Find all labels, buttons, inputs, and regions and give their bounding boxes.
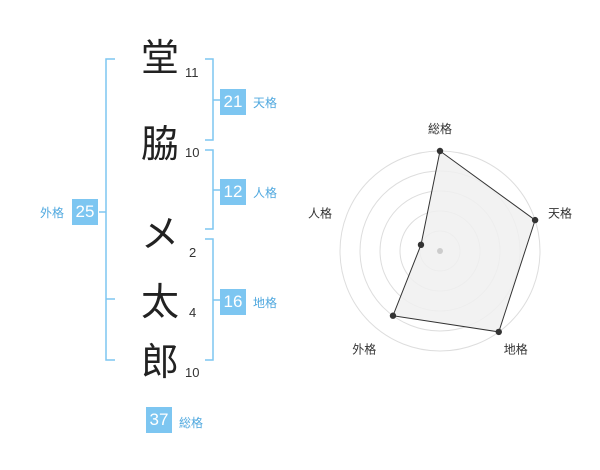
radar-point-4: [389, 312, 397, 319]
soukaku-value: 37: [146, 407, 172, 433]
radar-axis-label-3: 地格: [504, 342, 528, 357]
tenkaku-value: 21: [220, 89, 246, 115]
name-char-4: 太: [140, 280, 179, 324]
radar-axis-label-1: 総格: [428, 121, 452, 136]
soukaku-label: 総格: [179, 416, 204, 430]
stroke-count-1: 11: [185, 65, 199, 80]
stroke-count-3: 2: [189, 245, 197, 260]
radar-point-1: [436, 147, 444, 155]
gaikaku-value: 25: [72, 199, 98, 225]
gaikaku-bracket: [105, 58, 115, 361]
name-char-5: 郎: [140, 340, 179, 384]
name-char-1: 堂: [140, 36, 179, 80]
name-char-2: 脇: [140, 122, 179, 166]
chikaku-label: 地格: [253, 296, 278, 310]
radar-point-2: [531, 216, 539, 224]
radar-axis-label-2: 天格: [548, 205, 572, 220]
chikaku-value: 16: [220, 289, 246, 315]
gaikaku-label: 外格: [40, 206, 65, 220]
stroke-count-4: 4: [189, 305, 197, 320]
radar-point-5: [417, 241, 425, 249]
radar-point-3: [495, 328, 502, 336]
tenkaku-label: 天格: [253, 96, 278, 110]
radar-area: [392, 150, 536, 333]
jinkaku-label: 人格: [253, 186, 278, 200]
name-char-3: メ: [140, 212, 179, 256]
stroke-count-2: 10: [185, 145, 200, 160]
stroke-count-5: 10: [185, 365, 200, 380]
jinkaku-value: 12: [220, 179, 246, 205]
radar-axis-label-4: 外格: [352, 342, 376, 357]
radar-center-dot: [437, 248, 443, 254]
radar-axis-label-5: 人格: [308, 205, 332, 220]
